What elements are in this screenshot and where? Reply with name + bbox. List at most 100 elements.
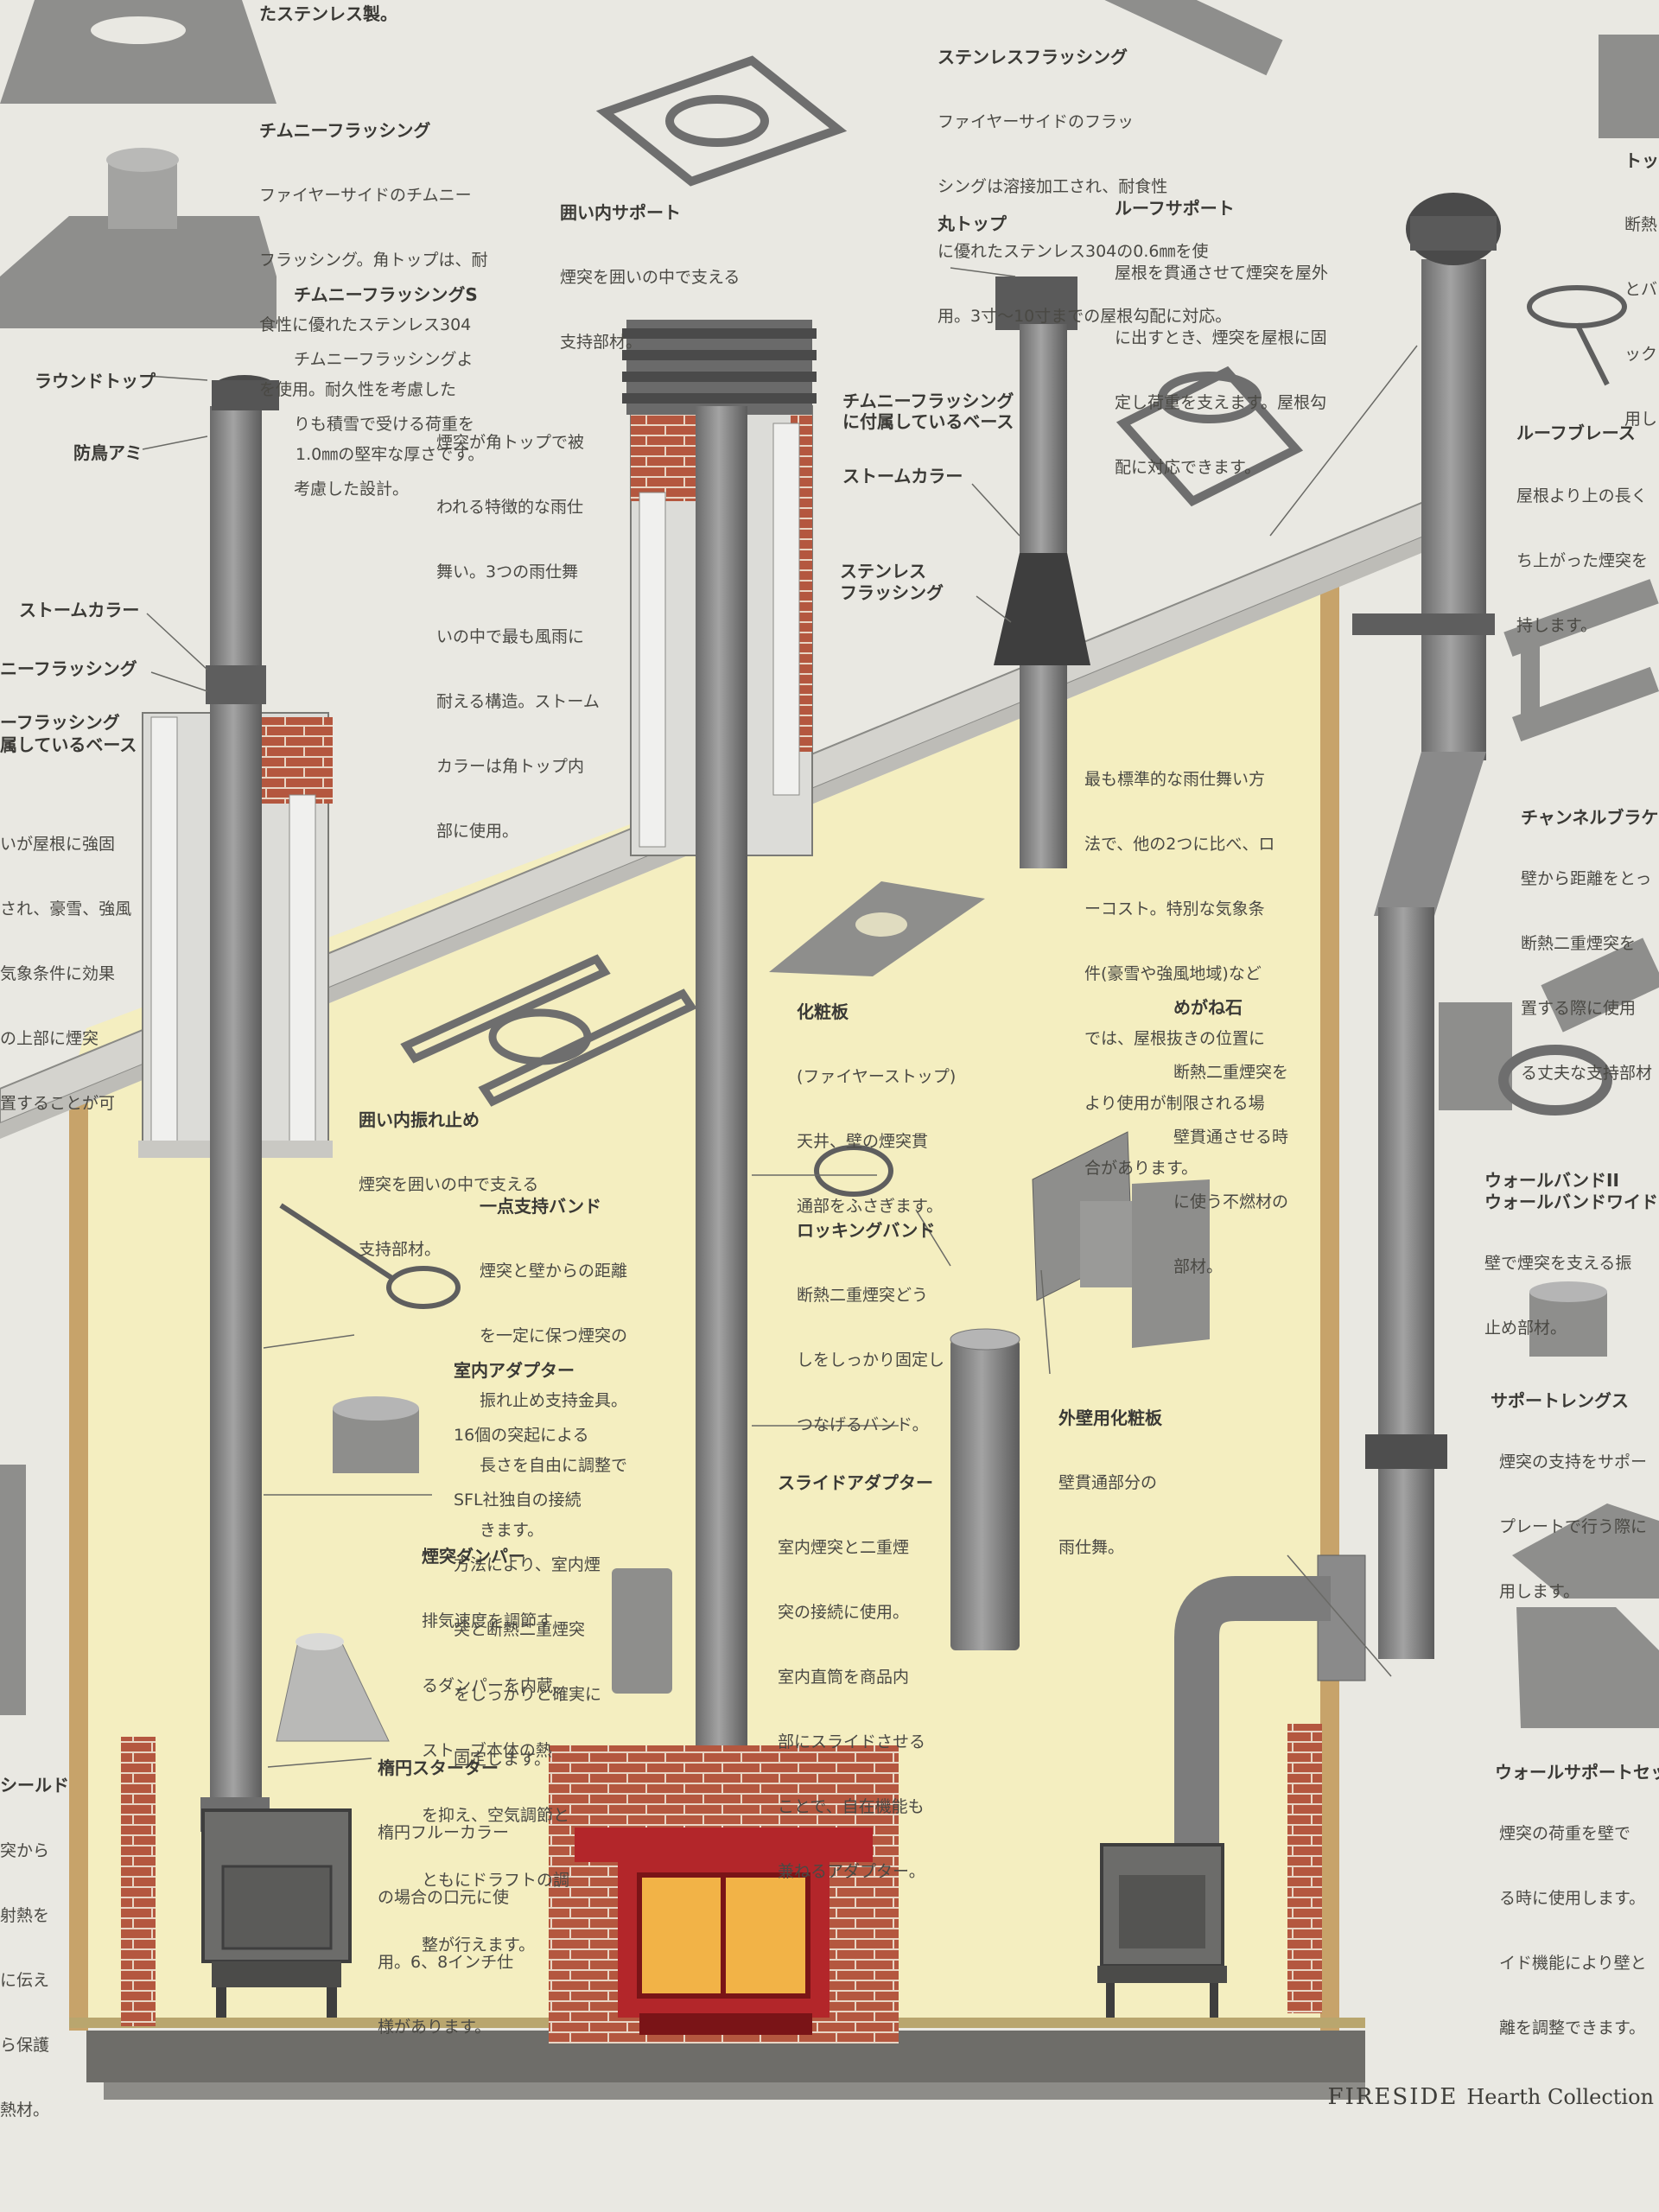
line: 兼ねるアダプター。	[778, 1862, 925, 1881]
megane-part	[1032, 1131, 1210, 1348]
left-edge-cylinder	[0, 1465, 26, 1715]
label-shield: シールド	[0, 1775, 69, 1796]
line: に出すとき、煙突を屋根に固	[1115, 328, 1327, 347]
block-slide-adapter: スライドアダプター 室内煙突と二重煙 突の接続に使用。 室内直筒を商品内 部にス…	[778, 1469, 933, 1926]
support-legs-part	[1529, 1281, 1607, 1357]
indoor-adapter-part	[333, 1396, 419, 1473]
oval-starter-part	[276, 1633, 390, 1742]
line: 部にスライドさせる	[778, 1732, 926, 1751]
block-lines: 最も標準的な雨仕舞い方 法で、他の2つに比べ、ロ ーコスト。特別な気象条 件(豪…	[1084, 726, 1274, 1223]
line: を使用。耐久性を考慮した	[259, 380, 457, 399]
line: を一定に保つ煙突の	[480, 1326, 628, 1345]
line: イド機能により壁と	[1499, 1954, 1647, 1973]
block-megane: めがね石 断熱二重煙突を 壁貫通させる時 に使う不燃材の 部材。	[1173, 994, 1288, 1321]
wall-support-set-part	[1512, 1503, 1659, 1728]
line: 法で、他の2つに比べ、ロ	[1084, 835, 1275, 854]
block-lines: ファイヤーサイドのフラッ シングは溶接加工され、耐食性 に優れたステンレス304…	[938, 68, 1231, 371]
block-title: めがね石	[1173, 997, 1243, 1018]
label-round-top: ラウンドトップ	[35, 371, 156, 391]
block-title: 煙突ダンパー	[422, 1546, 525, 1567]
line: ーコスト。特別な気象条	[1084, 899, 1265, 918]
line: 様があります。	[378, 2018, 492, 2037]
block-title: 化粧板	[797, 1001, 849, 1022]
label-top-right: トッ	[1624, 150, 1659, 171]
block-lines: チムニーフラッシングよ りも積雪で受ける荷重を 考慮した設計。	[294, 306, 478, 543]
block-shield: 突から 射熱を に伝え ら保護 熱材。	[0, 1797, 49, 2164]
block-title: 外壁用化粧板	[1058, 1408, 1162, 1428]
line: 1.0㎜の堅牢な厚さです。	[296, 445, 485, 464]
line: 用し	[1624, 410, 1658, 429]
line: 断熱二重煙突を	[1173, 1063, 1289, 1082]
locking-band-part	[814, 1145, 893, 1197]
block-title: ロッキングバンド	[797, 1220, 936, 1241]
roof-support-part	[1116, 365, 1304, 507]
line: 屋根を貫通させて煙突を屋外	[1115, 264, 1329, 283]
line: 壁貫通させる時	[1173, 1128, 1289, 1147]
block-lines: 煙突を囲いの中で支える 支持部材。	[560, 224, 740, 397]
line: 合があります。	[1084, 1159, 1198, 1178]
line: る時に使用します。	[1499, 1889, 1646, 1908]
right-chimney-pipe	[1421, 259, 1486, 760]
line: (ファイヤーストップ)	[797, 1067, 957, 1086]
leader-lines	[142, 267, 1418, 1768]
line: 長さを自由に調整で	[480, 1456, 628, 1475]
block-lines: 断熱二重煙突どう しをしっかり固定し つなげるバンド。	[797, 1242, 944, 1479]
block-lines: 煙突を囲いの中で支える 支持部材。	[359, 1131, 538, 1304]
label-stainless-top: たステンレス製。	[259, 3, 397, 24]
right-grey-stove	[1097, 1843, 1227, 2018]
maru-top-cap	[995, 276, 1077, 330]
top-right-cylinder	[1599, 35, 1659, 138]
wall-band-part	[1439, 938, 1659, 1116]
label-stainless-flashing-1: ステンレス	[840, 561, 926, 582]
roof-brace-part	[1527, 285, 1627, 386]
block-lines: 煙突の荷重を壁で る時に使用します。 イド機能により壁と 離を調整できます。	[1499, 1780, 1647, 2082]
enclosure-brace-part	[400, 954, 697, 1107]
line: 楕円フルーカラー	[378, 1823, 510, 1842]
single-band-part	[279, 1203, 461, 1309]
block-channel: 壁から距離をとっ 断熱二重煙突を 置する際に使用 る丈夫な支持部材	[1521, 825, 1652, 1128]
line: 煙突を囲いの中で支える	[359, 1175, 539, 1194]
top-left-flashing-part	[0, 0, 276, 104]
block-title: ルーフサポート	[1115, 198, 1235, 219]
line: われる特徴的な雨仕	[436, 498, 584, 517]
block-lines: 断熱二重煙突を 壁貫通させる時 に使う不燃材の 部材。	[1173, 1019, 1288, 1321]
block-lines: 壁から距離をとっ 断熱二重煙突を 置する際に使用 る丈夫な支持部材	[1521, 825, 1652, 1128]
line: 突と断熱二重煙突	[454, 1620, 586, 1639]
stainless-flashing-cone	[994, 553, 1090, 665]
block-title: ステンレスフラッシング	[938, 47, 1128, 67]
line: 件(豪雪や強風地域)など	[1084, 964, 1262, 983]
line: 天井、壁の煙突貫	[797, 1132, 929, 1151]
line: ことで、自在機能も	[778, 1797, 925, 1816]
block-lines: 煙突の支持をサポー プレートで行う際に 用します。	[1499, 1408, 1647, 1646]
line: 突から	[0, 1841, 50, 1860]
line: シングは溶接加工され、耐食性	[938, 177, 1168, 196]
line: チムニーフラッシングよ	[294, 350, 474, 369]
block-lines: 屋根より上の長く ち上がった煙突を 持します。	[1516, 442, 1648, 680]
line: いの中で最も風雨に	[436, 627, 585, 646]
block-wall-support: 煙突の荷重を壁で る時に使用します。 イド機能により壁と 離を調整できます。	[1499, 1780, 1647, 2082]
label-flashing-base-mid-1: チムニーフラッシング	[842, 391, 1014, 411]
block-stainless-flashing: ステンレスフラッシング ファイヤーサイドのフラッ シングは溶接加工され、耐食性 …	[938, 43, 1231, 371]
block-fire-stop: 化粧板 (ファイヤーストップ) 天井、壁の煙突貫 通部をふさぎます。	[797, 998, 956, 1261]
right-wall-trim	[1320, 570, 1339, 2031]
block-title: 一点支持バンド	[480, 1196, 601, 1217]
block-lines: 屋根を貫通させて煙突を屋外 に出すとき、煙突を屋根に固 定し荷重を支えます。屋根…	[1115, 219, 1328, 522]
line: 壁貫通部分の	[1058, 1473, 1158, 1492]
line: 方法により、室内煙	[454, 1555, 601, 1574]
line: いが屋根に強固	[0, 835, 116, 854]
block-lines: いが屋根に強固 され、豪雪、強風 気象条件に効果 の上部に煙突 置することが可	[0, 791, 131, 1158]
line: しをしっかり固定し	[797, 1351, 945, 1370]
block-left-edge: いが屋根に強固 され、豪雪、強風 気象条件に効果 の上部に煙突 置することが可	[0, 791, 131, 1158]
line: ファイヤーサイドのフラッ	[938, 112, 1135, 131]
line: の場合の口元に使	[378, 1888, 510, 1907]
label-stainless-flashing-2: フラッシング	[840, 582, 944, 603]
line: 固定します。	[454, 1750, 551, 1769]
label-support-legs: サポートレングス	[1491, 1390, 1629, 1411]
line: ともにドラフトの調	[422, 1871, 570, 1890]
block-lines: 断熱 とバ ック 用し	[1624, 171, 1657, 474]
line: 置することが可	[0, 1094, 116, 1113]
line: つなげるバンド。	[797, 1415, 929, 1434]
